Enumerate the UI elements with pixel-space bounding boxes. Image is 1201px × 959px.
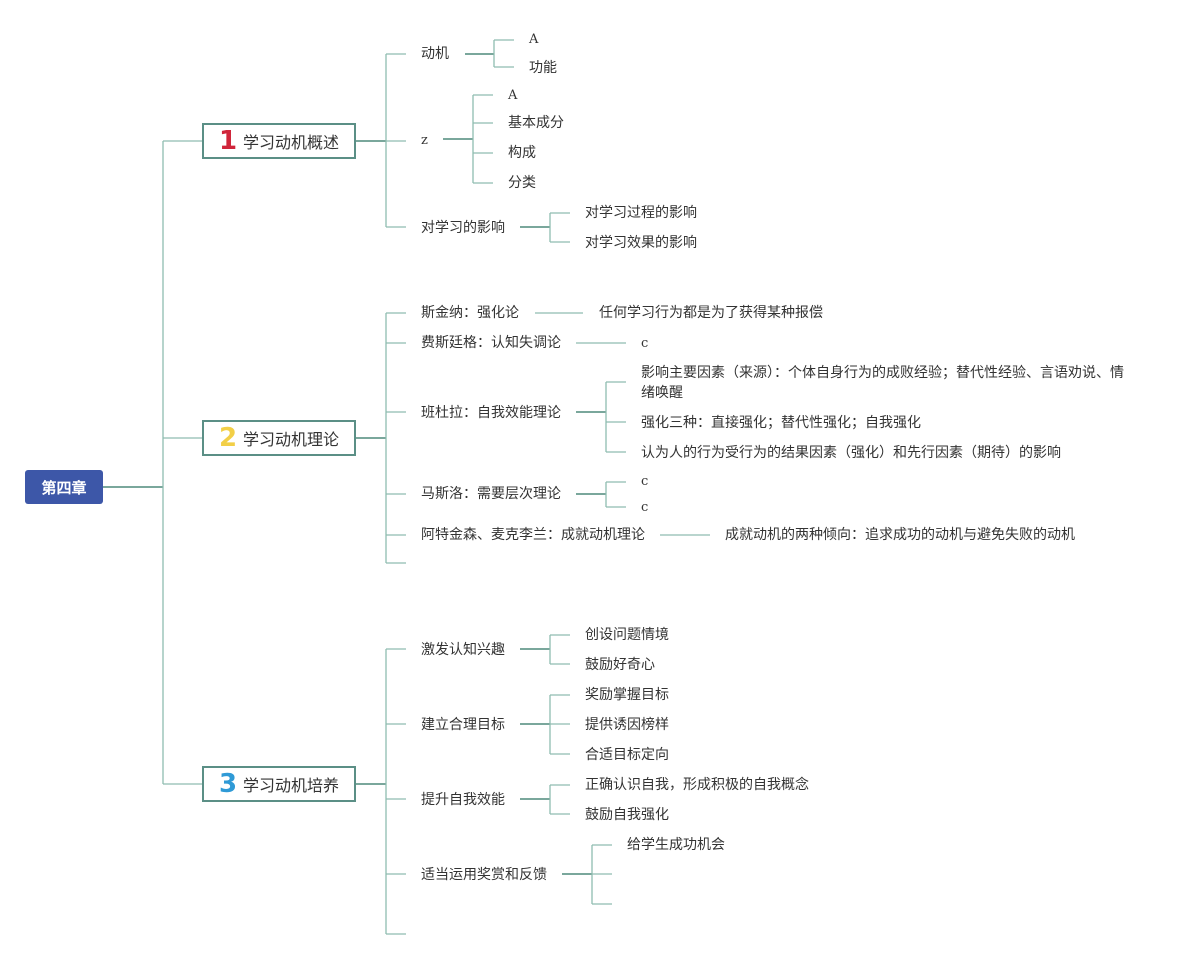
leaf-node[interactable]: c — [641, 500, 649, 515]
topic-node[interactable]: z — [421, 133, 428, 148]
leaf-node[interactable]: 奖励掌握目标 — [585, 687, 669, 703]
topic-node[interactable]: 斯金纳：强化论 — [421, 305, 519, 321]
leaf-node[interactable]: 任何学习行为都是为了获得某种报偿 — [599, 305, 823, 321]
branch-learning-motivation-overview[interactable]: 1 学习动机概述 — [202, 123, 356, 159]
leaf-node[interactable]: 正确认识自我，形成积极的自我概念 — [585, 777, 809, 793]
topic-node[interactable]: 马斯洛：需要层次理论 — [421, 486, 561, 502]
leaf-node[interactable]: 基本成分 — [508, 115, 564, 131]
number-one-icon: 1 — [218, 126, 238, 156]
leaf-node[interactable]: 鼓励自我强化 — [585, 807, 669, 823]
topic-node[interactable]: 动机 — [421, 46, 449, 62]
leaf-node[interactable]: 对学习效果的影响 — [585, 235, 697, 251]
topic-node[interactable]: 费斯廷格：认知失调论 — [421, 335, 561, 351]
branch-label: 学习动机理论 — [243, 430, 340, 449]
topic-node[interactable]: 激发认知兴趣 — [421, 642, 505, 658]
branch-learning-motivation-theory[interactable]: 2 学习动机理论 — [202, 420, 356, 456]
leaf-node[interactable]: c — [641, 336, 649, 351]
branch-learning-motivation-cultivation[interactable]: 3 学习动机培养 — [202, 766, 356, 802]
leaf-node[interactable]: c — [641, 474, 649, 489]
number-two-icon: 2 — [218, 423, 238, 453]
leaf-node[interactable]: 提供诱因榜样 — [585, 717, 669, 733]
leaf-node[interactable]: 影响主要因素（来源）：个体自身行为的成败经验；替代性经验、言语劝说、情绪唤醒 — [641, 365, 1124, 401]
number-three-icon: 3 — [218, 769, 238, 799]
leaf-node[interactable]: 创设问题情境 — [585, 627, 669, 643]
leaf-node[interactable]: 给学生成功机会 — [627, 837, 725, 853]
leaf-node[interactable]: A — [529, 32, 539, 47]
branch-label: 学习动机培养 — [243, 776, 340, 795]
leaf-node[interactable]: 成就动机的两种倾向：追求成功的动机与避免失败的动机 — [725, 527, 1075, 543]
topic-node[interactable]: 适当运用奖赏和反馈 — [421, 867, 547, 883]
topic-node[interactable]: 阿特金森、麦克李兰：成就动机理论 — [421, 527, 645, 543]
leaf-node[interactable]: 构成 — [508, 145, 536, 161]
topic-node[interactable]: 对学习的影响 — [421, 220, 505, 236]
leaf-node[interactable]: A — [508, 88, 518, 103]
leaf-node[interactable]: 鼓励好奇心 — [585, 657, 655, 673]
topic-node[interactable]: 班杜拉：自我效能理论 — [421, 405, 561, 421]
leaf-node[interactable]: 分类 — [508, 175, 536, 191]
branch-label: 学习动机概述 — [243, 133, 340, 152]
leaf-node[interactable]: 对学习过程的影响 — [585, 205, 697, 221]
topic-node[interactable]: 建立合理目标 — [421, 717, 505, 733]
topic-node[interactable]: 提升自我效能 — [421, 792, 505, 808]
leaf-node[interactable]: 合适目标定向 — [585, 747, 669, 763]
leaf-node[interactable]: 认为人的行为受行为的结果因素（强化）和先行因素（期待）的影响 — [641, 445, 1061, 461]
leaf-node[interactable]: 功能 — [529, 60, 557, 76]
root-node[interactable]: 第四章 — [25, 470, 103, 504]
leaf-node[interactable]: 强化三种：直接强化；替代性强化；自我强化 — [641, 415, 921, 431]
